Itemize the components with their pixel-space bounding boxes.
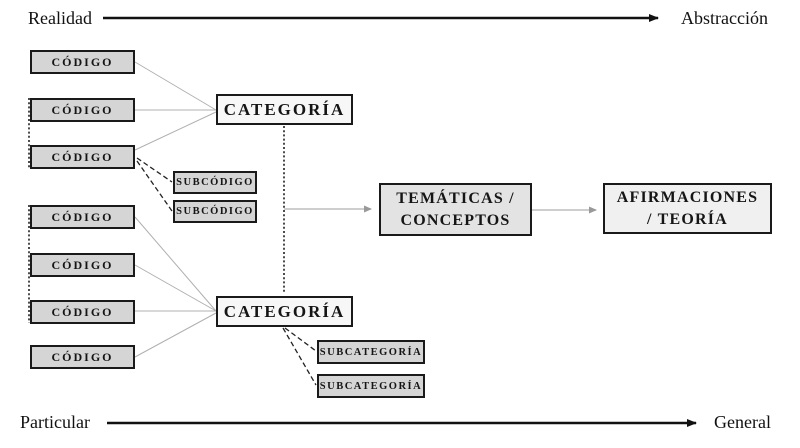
afirmaciones-line1: AFIRMACIONES: [616, 188, 759, 206]
edge-category2-subcategory2: [282, 327, 317, 386]
axis-label-abstraccion: Abstracción: [681, 8, 768, 28]
categoria-box-1: CATEGORÍA: [216, 94, 353, 125]
edge-code5-category2: [134, 264, 217, 312]
edge-code7-category2: [134, 312, 217, 358]
tematicas-line1: TEMÁTICAS /: [396, 189, 515, 207]
categoria-box-2: CATEGORÍA: [216, 296, 353, 327]
edge-code3-subcode1: [136, 157, 173, 183]
afirmaciones-teoria-box: AFIRMACIONES / TEORÍA: [603, 183, 772, 234]
subcodigo-box-1: SUBCÓDIGO: [173, 171, 257, 194]
codigo-box-5: CÓDIGO: [30, 253, 135, 277]
codigo-box-2: CÓDIGO: [30, 98, 135, 122]
edge-code4-category2: [134, 216, 217, 312]
axis-label-general: General: [714, 412, 771, 432]
edge-category2-subcategory1: [284, 327, 317, 352]
afirmaciones-line2: / TEORÍA: [647, 210, 728, 228]
codigo-box-7: CÓDIGO: [30, 345, 135, 369]
edge-code3-subcode2: [136, 160, 173, 212]
tematicas-line2: CONCEPTOS: [400, 211, 511, 229]
subcategoria-box-1: SUBCATEGORÍA: [317, 340, 425, 364]
edge-code3-category1: [134, 111, 217, 151]
codigo-box-6: CÓDIGO: [30, 300, 135, 324]
tematicas-conceptos-box: TEMÁTICAS / CONCEPTOS: [379, 183, 532, 236]
codigo-box-1: CÓDIGO: [30, 50, 135, 74]
axis-label-realidad: Realidad: [28, 8, 92, 28]
codigo-box-3: CÓDIGO: [30, 145, 135, 169]
edge-code1-category1: [134, 61, 217, 111]
subcategoria-box-2: SUBCATEGORÍA: [317, 374, 425, 398]
axis-label-particular: Particular: [20, 412, 90, 432]
subcodigo-box-2: SUBCÓDIGO: [173, 200, 257, 223]
codigo-box-4: CÓDIGO: [30, 205, 135, 229]
